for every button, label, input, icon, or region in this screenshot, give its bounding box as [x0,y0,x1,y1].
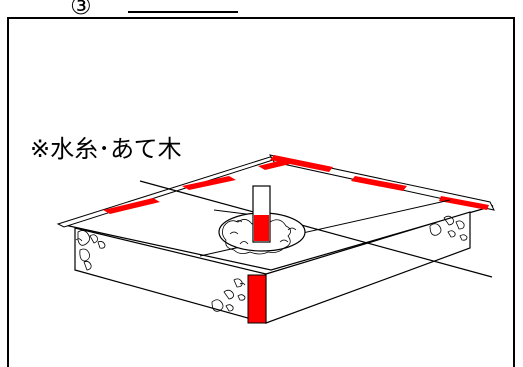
red-mark [270,155,333,172]
center-post-red-band [254,215,269,241]
post-hole-rubble [222,219,291,255]
rubble-texture [75,230,106,271]
red-mark [103,198,160,214]
rubble-texture [429,215,468,241]
figure-frame [7,17,515,367]
post-hole-rubble [229,220,297,245]
string-line [139,180,493,278]
red-mark [351,176,407,191]
figure-caption: ※水糸･あて木 [30,135,182,163]
red-mark [182,176,236,190]
red-mark [439,196,489,210]
header-underline [128,6,238,13]
rubble-texture [211,278,246,312]
red-mark [258,160,290,170]
step-number-mark: ③ [70,0,92,20]
corner-post [247,274,267,324]
